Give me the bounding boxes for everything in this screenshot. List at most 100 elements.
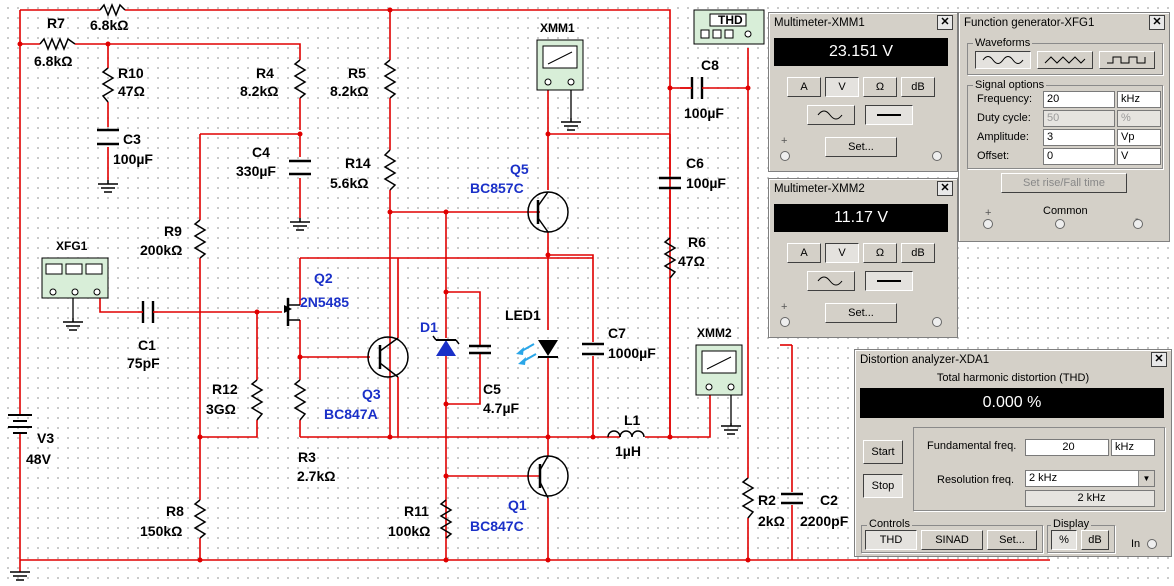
square-wave-icon [1107,56,1146,64]
fundamental-freq-input[interactable]: 20 [1025,439,1109,456]
close-icon[interactable]: ✕ [937,181,953,196]
stop-button[interactable]: Stop [863,474,903,498]
label-d1: D1 [420,319,438,335]
label-c6: C6 [686,155,704,171]
signal-options-group [967,85,1163,169]
label-rtop-value: 6.8kΩ [90,17,128,33]
function-generator-window[interactable]: Function generator-XFG1 ✕ Waveforms Sign… [958,12,1170,242]
triangle-wave-button[interactable] [1037,51,1093,69]
label-c6-value: 100µF [686,175,726,191]
mode-ohm-button[interactable]: Ω [863,243,897,263]
sinad-button[interactable]: SINAD [921,530,983,550]
chevron-down-icon[interactable]: ▼ [1138,471,1154,486]
minus-terminal[interactable] [932,151,942,161]
label-xfg1: XFG1 [56,239,88,253]
distortion-analyzer-window[interactable]: Distortion analyzer-XDA1 ✕ Total harmoni… [854,349,1172,557]
function-generator-symbol[interactable] [41,257,109,299]
fundamental-freq-unit[interactable]: kHz [1111,439,1155,456]
transistor-q3 [367,336,409,378]
label-v3-value: 48V [26,451,52,467]
ac-button[interactable] [807,105,855,125]
square-wave-button[interactable] [1099,51,1155,69]
resolution-freq-select[interactable]: 2 kHz ▼ [1025,470,1155,487]
close-icon[interactable]: ✕ [1151,352,1167,367]
close-icon[interactable]: ✕ [1149,15,1165,30]
resistor-r2 [741,477,755,519]
label-q5-model: BC857C [470,180,524,196]
mode-db-button[interactable]: dB [901,77,935,97]
thd-analyzer-symbol[interactable] [693,9,765,45]
multimeter-xmm2-symbol[interactable] [695,344,743,396]
set-button[interactable]: Set... [987,530,1037,550]
duty-cycle-input: 50 [1043,110,1115,127]
label-c4-value: 330µF [236,163,276,179]
amplitude-input[interactable]: 3 [1043,129,1115,146]
set-button[interactable]: Set... [825,303,897,323]
duty-cycle-label: Duty cycle: [977,112,1031,124]
dc-button[interactable] [865,271,913,291]
label-led1: LED1 [505,307,541,323]
start-button[interactable]: Start [863,440,903,464]
window-title: Multimeter-XMM1 [771,15,955,32]
amplitude-label: Amplitude: [977,131,1029,143]
amplitude-unit-field[interactable]: Vp [1117,129,1161,146]
plus-terminal-label: + [781,301,788,313]
label-r7-value: 6.8kΩ [34,53,72,69]
label-c1-value: 75pF [127,355,160,371]
mode-a-button[interactable]: A [787,77,821,97]
common-terminal[interactable] [1055,219,1065,229]
mode-v-button[interactable]: V [825,243,859,263]
window-title: Function generator-XFG1 [961,15,1167,32]
window-title: Distortion analyzer-XDA1 [857,352,1169,369]
frequency-unit-field[interactable]: kHz [1117,91,1161,108]
ground-symbols [10,118,741,581]
label-v3: V3 [37,430,54,446]
mode-ohm-button[interactable]: Ω [863,77,897,97]
sine-wave-button[interactable] [975,51,1031,69]
led-led1 [516,340,558,365]
resolution-freq-value: 2 kHz [1029,472,1058,484]
label-r2-value: 2kΩ [758,513,785,529]
label-c7: C7 [608,325,626,341]
label-c3: C3 [123,131,141,147]
set-rise-fall-button[interactable]: Set rise/Fall time [1001,173,1127,193]
in-terminal[interactable] [1147,539,1157,549]
thd-button[interactable]: THD [865,530,917,550]
mode-db-button[interactable]: dB [901,243,935,263]
label-q1: Q1 [508,497,527,513]
plus-terminal-label: + [985,207,992,219]
resistor-r4 [293,59,307,99]
plus-terminal-label: + [781,135,788,147]
dc-button[interactable] [865,105,913,125]
signal-options-label: Signal options [973,79,1047,91]
minus-terminal[interactable] [1133,219,1143,229]
mode-v-button[interactable]: V [825,77,859,97]
mode-a-button[interactable]: A [787,243,821,263]
frequency-input[interactable]: 20 [1043,91,1115,108]
label-l1: L1 [624,412,641,428]
plus-terminal[interactable] [780,151,790,161]
set-button[interactable]: Set... [825,137,897,157]
minus-terminal[interactable] [932,317,942,327]
multimeter-xmm1-symbol[interactable] [536,39,584,91]
percent-button[interactable]: % [1051,530,1077,550]
label-r14: R14 [345,155,371,171]
resistor-r3 [293,379,307,421]
close-icon[interactable]: ✕ [937,15,953,30]
ac-button[interactable] [807,271,855,291]
multimeter-xmm2-window[interactable]: Multimeter-XMM2 ✕ 11.17 V A V Ω dB Set..… [768,178,958,338]
diode-d1 [432,335,460,356]
label-c2: C2 [820,492,838,508]
offset-input[interactable]: 0 [1043,148,1115,165]
label-q1-model: BC847C [470,518,524,534]
plus-terminal[interactable] [983,219,993,229]
plus-terminal[interactable] [780,317,790,327]
multimeter-xmm1-window[interactable]: Multimeter-XMM1 ✕ 23.151 V A V Ω dB Set.… [768,12,958,172]
offset-unit-field[interactable]: V [1117,148,1161,165]
label-q2: Q2 [314,270,333,286]
multimeter-reading: 11.17 V [774,204,948,232]
db-button[interactable]: dB [1081,530,1109,550]
resistor-top [99,2,126,18]
label-r3: R3 [298,449,316,465]
